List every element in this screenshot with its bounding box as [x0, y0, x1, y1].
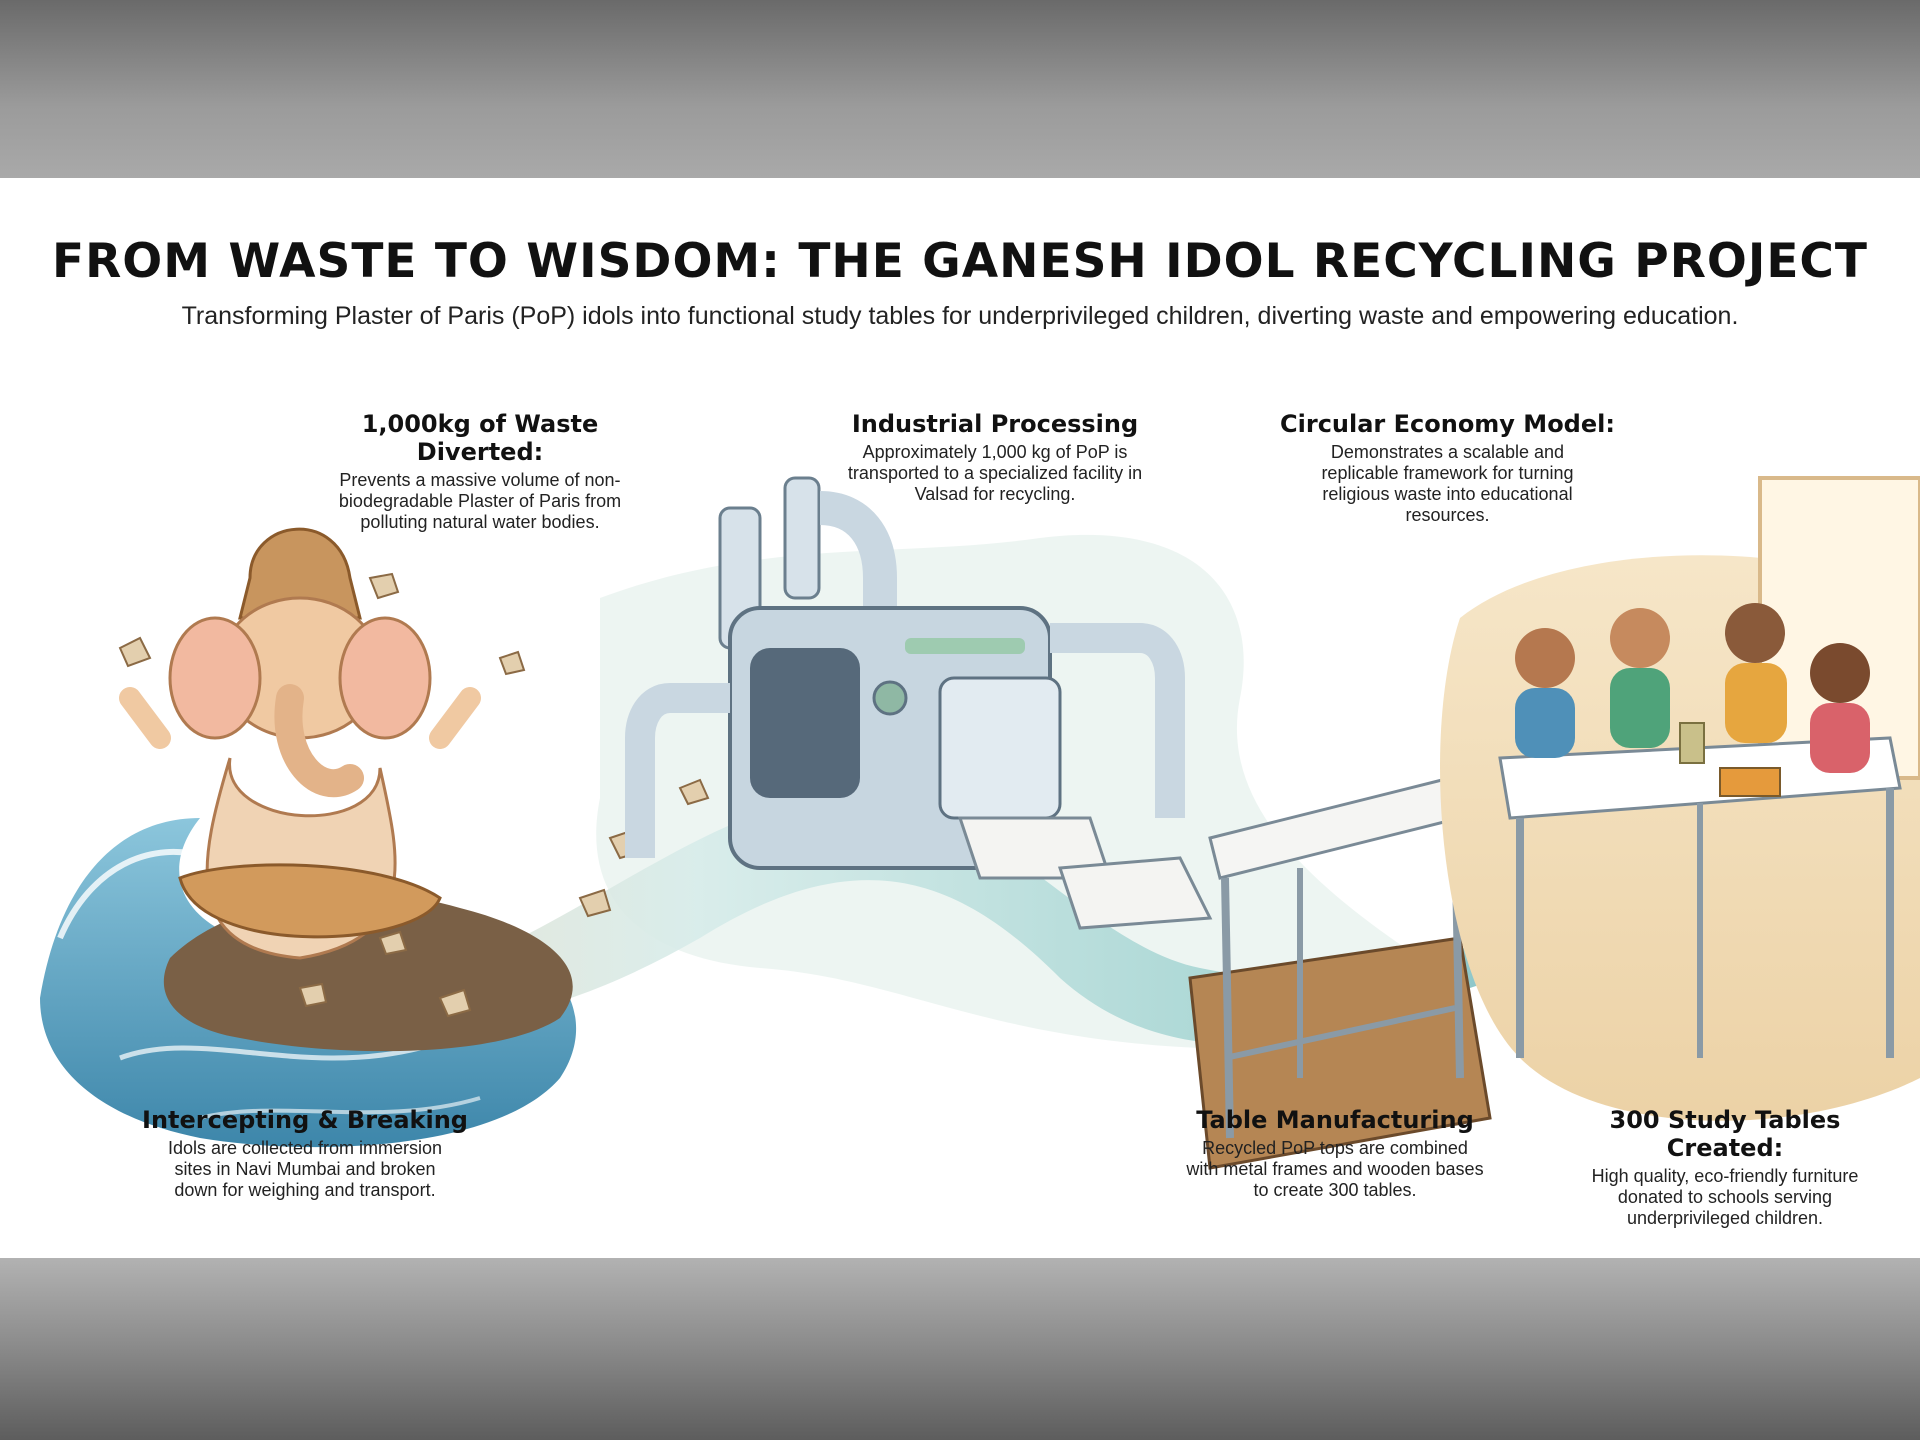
step-heading: 1,000kg of Waste Diverted:: [361, 410, 599, 466]
processing-machine: [625, 476, 1213, 930]
page-subtitle: Transforming Plaster of Paris (PoP) idol…: [181, 302, 1739, 330]
process-illustration: [40, 476, 1920, 1170]
children: [1515, 603, 1870, 773]
step-heading: Circular Economy Model:: [1280, 410, 1615, 438]
step-heading: 300 Study Tables Created:: [1609, 1106, 1841, 1162]
step-text: Prevents a massive volume of non-biodegr…: [338, 470, 622, 532]
ganesh-idol: [119, 527, 481, 960]
manufactured-table: [1188, 776, 1492, 1170]
step-text: Idols are collected from immersion sites…: [167, 1138, 443, 1200]
step-study-tables-created: 300 Study Tables Created: High quality, …: [1560, 1106, 1890, 1229]
step-heading: Intercepting & Breaking: [142, 1106, 468, 1134]
step-industrial-processing: Industrial Processing Approximately 1,00…: [830, 410, 1160, 505]
step-text: High quality, eco-friendly furniture don…: [1591, 1166, 1859, 1228]
step-text: Demonstrates a scalable and replicable f…: [1321, 442, 1574, 525]
page-title: FROM WASTE TO WISDOM: THE GANESH IDOL RE…: [52, 234, 1868, 289]
bottom-blur-band: [0, 1258, 1920, 1440]
step-intercepting-breaking: Intercepting & Breaking Idols are collec…: [140, 1106, 470, 1201]
step-text: Approximately 1,000 kg of PoP is transpo…: [847, 442, 1143, 504]
step-table-manufacturing: Table Manufacturing Recycled PoP tops ar…: [1170, 1106, 1500, 1201]
step-heading: Industrial Processing: [851, 410, 1139, 438]
step-waste-diverted: 1,000kg of Waste Diverted: Prevents a ma…: [300, 410, 660, 533]
step-circular-economy: Circular Economy Model: Demonstrates a s…: [1270, 410, 1625, 526]
infographic-panel: FROM WASTE TO WISDOM: THE GANESH IDOL RE…: [0, 178, 1920, 1258]
classroom-scene: [1440, 476, 1920, 1121]
step-text: Recycled PoP tops are combined with meta…: [1186, 1138, 1484, 1200]
step-heading: Table Manufacturing: [1196, 1106, 1474, 1134]
top-blur-band: [0, 0, 1920, 178]
